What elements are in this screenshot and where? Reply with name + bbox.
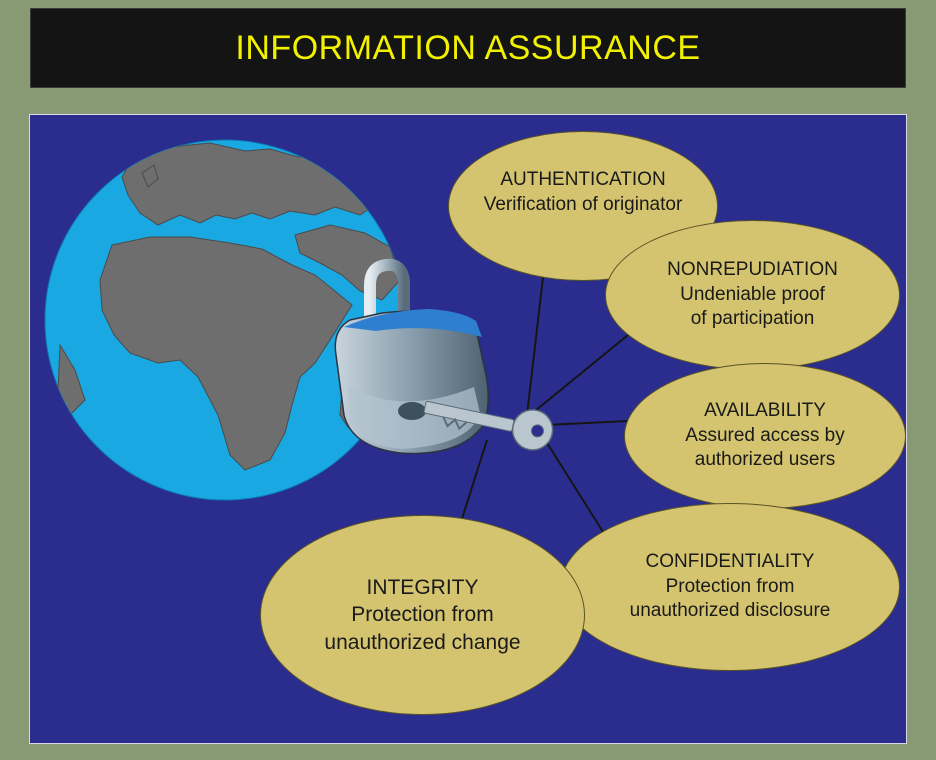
pillar-name: AUTHENTICATION xyxy=(500,169,666,191)
pillar-name: CONFIDENTIALITY xyxy=(645,550,815,572)
pillar-name: NONREPUDIATION xyxy=(667,258,838,280)
pillar-availability: AVAILABILITY Assured access by authorize… xyxy=(624,363,906,509)
connector-lines xyxy=(459,259,629,544)
pillar-name: INTEGRITY xyxy=(366,576,479,600)
connector-authentication xyxy=(526,259,546,416)
pillar-nonrepudiation: NONREPUDIATION Undeniable proof of parti… xyxy=(605,220,900,370)
pillar-name: AVAILABILITY xyxy=(704,399,826,421)
pillar-description: Protection from xyxy=(665,575,795,597)
connector-nonrepudiation xyxy=(529,334,629,416)
illustration xyxy=(44,139,629,544)
pillar-description: Assured access by xyxy=(685,424,845,446)
key-icon xyxy=(423,401,554,451)
title-bar: INFORMATION ASSURANCE xyxy=(30,8,906,88)
pillar-confidentiality: CONFIDENTIALITY Protection from unauthor… xyxy=(560,503,900,671)
pillar-description: authorized users xyxy=(694,449,836,471)
pillar-description: of participation xyxy=(690,308,815,330)
pillar-description: Verification of originator xyxy=(483,194,683,215)
diagram-panel: AUTHENTICATION Verification of originato… xyxy=(29,114,907,744)
pillar-description: Undeniable proof xyxy=(680,283,825,305)
pillar-description: unauthorized disclosure xyxy=(629,600,831,622)
pillar-description: Protection from xyxy=(351,603,494,627)
page-title: INFORMATION ASSURANCE xyxy=(235,28,701,67)
pillar-integrity: INTEGRITY Protection from unauthorized c… xyxy=(260,515,585,715)
connector-integrity xyxy=(459,439,488,526)
pillar-description: unauthorized change xyxy=(324,630,521,654)
globe-icon xyxy=(44,139,406,501)
connector-confidentiality xyxy=(541,434,611,544)
connector-availability xyxy=(544,420,629,426)
